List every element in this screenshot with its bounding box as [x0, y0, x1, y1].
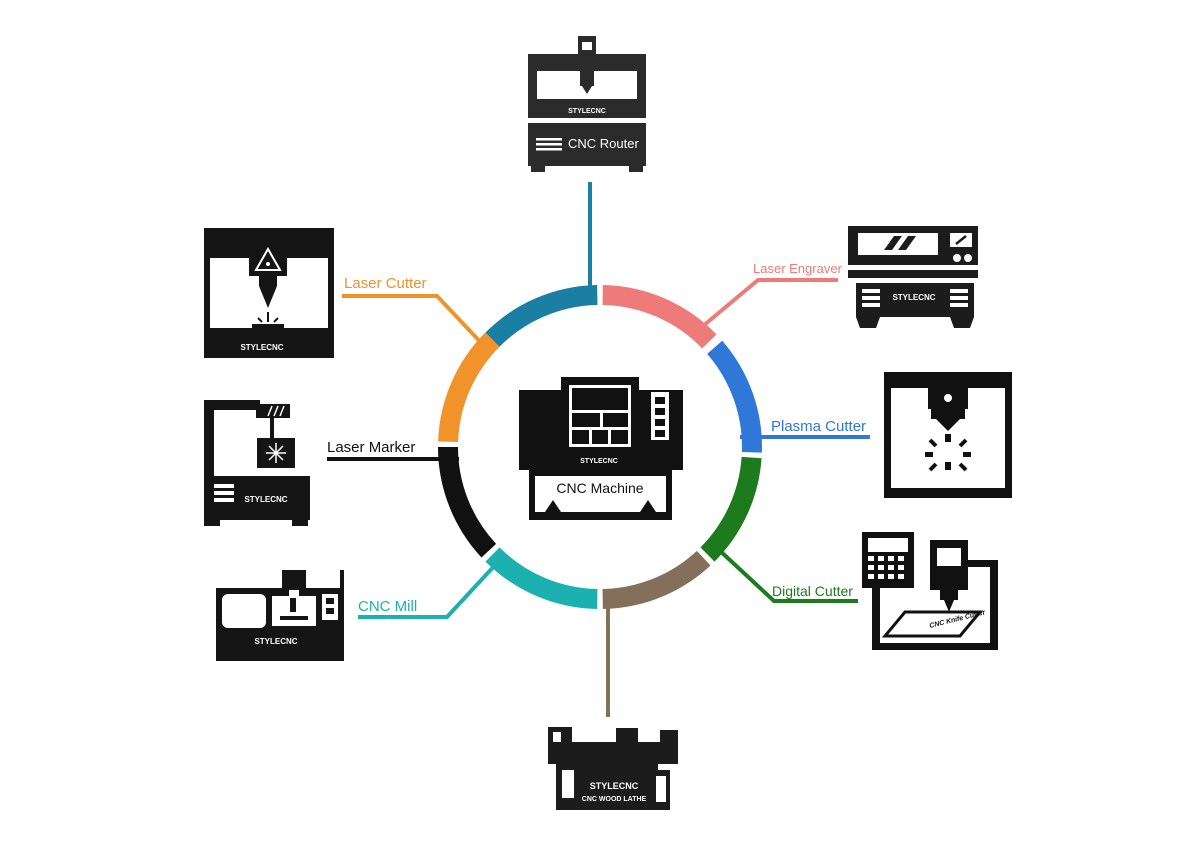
- label-cnc-router: CNC Router: [568, 136, 639, 151]
- cnc-router-icon: STYLECNC CNC Router: [528, 36, 646, 172]
- connector-cutter: [342, 294, 489, 351]
- connector-engraver: [701, 278, 838, 328]
- laser-engraver-icon: STYLECNC: [848, 226, 978, 328]
- ring-segment-engraver: [602, 285, 717, 349]
- cnc-mill-icon: STYLECNC: [216, 570, 344, 661]
- engraver-brand: STYLECNC: [892, 293, 935, 302]
- label-cnc-mill: CNC Mill: [358, 598, 417, 615]
- mill-brand: STYLECNC: [254, 637, 297, 646]
- connector-mill: [358, 561, 499, 619]
- ring: [437, 285, 762, 609]
- laser-cutter-icon: STYLECNC: [204, 228, 334, 358]
- router-brand: STYLECNC: [568, 108, 606, 115]
- cnc-wood-lathe-icon: STYLECNC CNC WOOD LATHE: [548, 727, 678, 810]
- ring-segment-plasma: [707, 340, 762, 453]
- plasma-cutter-icon: [884, 372, 1012, 498]
- ring-segment-cutter: [438, 332, 500, 443]
- cnc-machine-icon: STYLECNC CNC Machine: [519, 377, 683, 520]
- laser-marker-icon: STYLECNC: [204, 400, 310, 526]
- label-digital-cutter: Digital Cutter: [772, 583, 853, 599]
- lathe-caption: CNC WOOD LATHE: [582, 796, 647, 803]
- ring-segment-mill: [485, 547, 598, 609]
- cutter-brand: STYLECNC: [240, 343, 283, 352]
- ring-segment-router: [483, 285, 598, 349]
- ring-segment-lathe: [602, 550, 711, 609]
- branch-labels: Laser Engraver Plasma Cutter Digital Cut…: [327, 261, 866, 615]
- ring-segment-digital: [700, 456, 762, 562]
- lathe-brand: STYLECNC: [590, 781, 639, 791]
- label-laser-engraver: Laser Engraver: [753, 261, 843, 276]
- label-plasma-cutter: Plasma Cutter: [771, 418, 866, 435]
- connectors: [327, 182, 870, 717]
- center-brand: STYLECNC: [580, 458, 618, 465]
- label-laser-marker: Laser Marker: [327, 439, 415, 456]
- digital-cutter-icon: CNC Knife Cutter: [862, 532, 998, 650]
- connector-digital: [716, 547, 858, 603]
- ring-segment-marker: [437, 446, 497, 558]
- marker-brand: STYLECNC: [244, 495, 287, 504]
- label-laser-cutter: Laser Cutter: [344, 275, 427, 292]
- center-label: CNC Machine: [556, 480, 643, 496]
